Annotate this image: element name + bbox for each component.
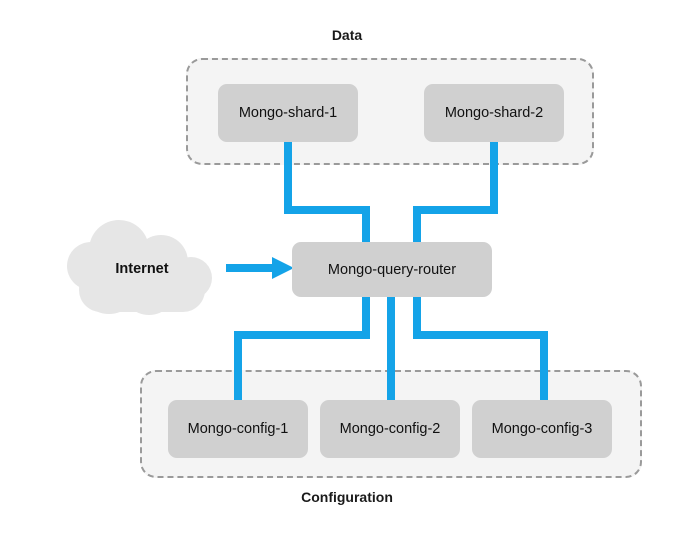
node-mongo-config-1[interactable]: Mongo-config-1 bbox=[168, 400, 308, 458]
node-mongo-shard-1[interactable]: Mongo-shard-1 bbox=[218, 84, 358, 142]
node-mongo-config-2[interactable]: Mongo-config-2 bbox=[320, 400, 460, 458]
node-mongo-shard-2[interactable]: Mongo-shard-2 bbox=[424, 84, 564, 142]
cloud-icon bbox=[67, 220, 212, 315]
node-mongo-query-router[interactable]: Mongo-query-router bbox=[292, 242, 492, 297]
wire-internet-to-router bbox=[226, 257, 294, 279]
node-mongo-config-3[interactable]: Mongo-config-3 bbox=[472, 400, 612, 458]
group-data-caption: Data bbox=[331, 27, 363, 43]
group-configuration-caption: Configuration bbox=[301, 489, 393, 505]
wire-router-to-config-1 bbox=[234, 293, 370, 404]
wire-shard-1-to-router bbox=[284, 140, 370, 246]
wire-router-to-config-3 bbox=[413, 293, 548, 404]
wire-shard-2-to-router bbox=[413, 140, 498, 246]
cloud-label: Internet bbox=[115, 261, 169, 277]
